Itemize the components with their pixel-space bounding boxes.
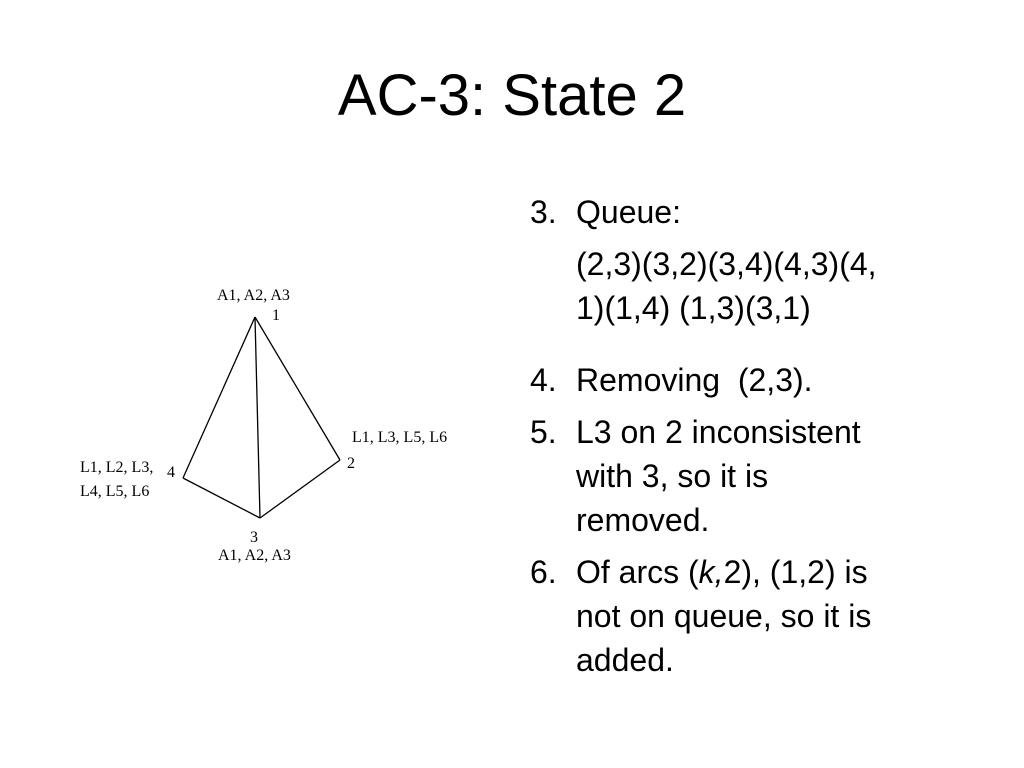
step-6-var: k, xyxy=(698,554,724,590)
edge-1-4 xyxy=(182,316,256,479)
edge-4-3 xyxy=(182,477,261,519)
step-6-number: 6. xyxy=(530,554,557,590)
step-3-queue-line2: 1)(1,4) (1,3)(3,1) xyxy=(576,290,811,326)
step-5: 5. L3 on 2 inconsistent with 3, so it is… xyxy=(530,410,1000,542)
step-3-queue: (2,3)(3,2)(3,4)(4,3)(4, 1)(1,4) (1,3)(3,… xyxy=(576,242,1000,330)
node-3-domain: A1, A2, A3 xyxy=(218,547,291,564)
step-6: 6. Of arcs (k,2), (1,2) is not on queue,… xyxy=(530,550,1000,682)
edge-1-3 xyxy=(254,316,261,519)
step-5-line2: with 3, so it is xyxy=(576,458,769,494)
slide-title: AC-3: State 2 xyxy=(337,63,687,128)
step-6-line3: added. xyxy=(576,642,674,678)
node-3-label: 3 xyxy=(250,529,258,546)
step-5-number: 5. xyxy=(530,414,557,450)
node-1-domain: A1, A2, A3 xyxy=(217,287,290,304)
constraint-graph-svg: A1, A2, A3 1 L1, L3, L5, L6 2 3 A1, A2, … xyxy=(80,287,447,564)
node-2-label: 2 xyxy=(347,455,355,472)
step-6-line2: not on queue, so it is xyxy=(576,598,872,634)
constraint-graph: A1, A2, A3 1 L1, L3, L5, L6 2 3 A1, A2, … xyxy=(70,270,490,580)
node-4-domain-line1: L1, L2, L3, xyxy=(80,459,153,476)
step-4-text: Removing (2,3). xyxy=(576,362,813,398)
edge-2-3 xyxy=(259,459,341,519)
step-6-pre: Of arcs ( xyxy=(576,554,699,590)
step-4: 4. Removing (2,3). xyxy=(530,358,1000,402)
node-2-domain: L1, L3, L5, L6 xyxy=(352,429,447,446)
step-3-label: Queue: xyxy=(576,194,681,230)
step-3-number: 3. xyxy=(530,194,557,230)
step-6-post: 2), (1,2) is xyxy=(723,554,868,590)
node-1-label: 1 xyxy=(272,307,280,324)
step-5-line3: removed. xyxy=(576,502,710,538)
steps-list: 3. Queue: (2,3)(3,2)(3,4)(4,3)(4, 1)(1,4… xyxy=(530,190,1000,690)
step-4-number: 4. xyxy=(530,362,557,398)
step-3: 3. Queue: (2,3)(3,2)(3,4)(4,3)(4, 1)(1,4… xyxy=(530,190,1000,330)
step-5-line1: L3 on 2 inconsistent xyxy=(576,414,861,450)
edge-1-2 xyxy=(254,316,341,461)
node-4-label: 4 xyxy=(167,464,175,481)
step-3-queue-line1: (2,3)(3,2)(3,4)(4,3)(4, xyxy=(576,246,877,282)
node-4-domain-line2: L4, L5, L6 xyxy=(80,483,149,500)
